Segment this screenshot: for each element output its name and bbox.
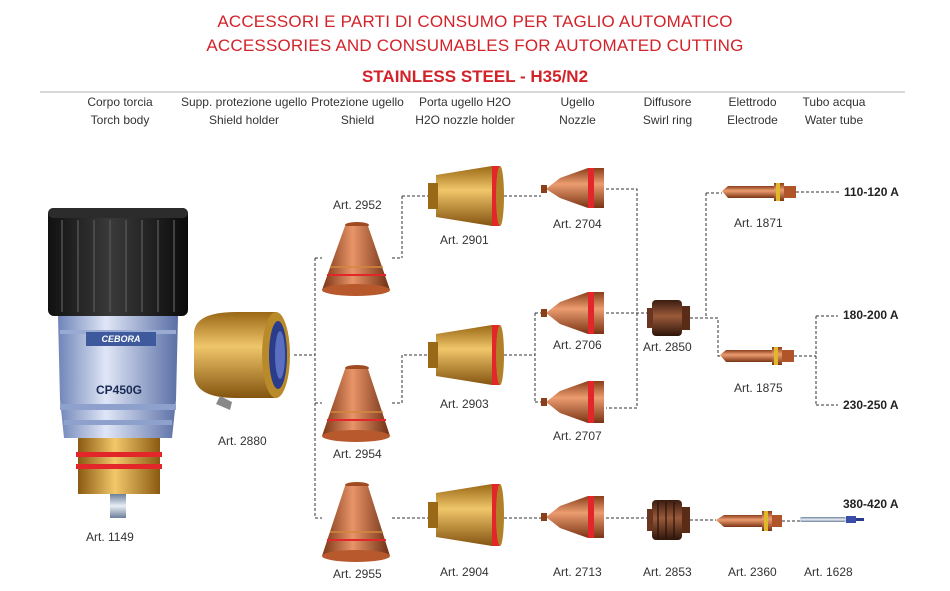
shield-2952-image (322, 222, 390, 296)
electrode-1871-image (722, 183, 796, 201)
label-art-1871: Art. 1871 (734, 216, 783, 230)
label-art-2853: Art. 2853 (643, 565, 692, 579)
header-it: Ugello (560, 95, 595, 109)
nozzle-holder-2904-image (428, 484, 504, 546)
current-180-200: 180-200 A (843, 308, 899, 322)
torch-model-label: CP450G (95, 383, 143, 397)
label-art-2707: Art. 2707 (553, 429, 602, 443)
swirl-ring-2850-image (647, 300, 690, 336)
header-en: Shield holder (208, 113, 280, 127)
label-art-2704: Art. 2704 (553, 217, 602, 231)
current-380-420: 380-420 A (843, 497, 899, 511)
label-art-2903: Art. 2903 (440, 397, 489, 411)
current-230-250: 230-250 A (843, 398, 899, 412)
label-art-2880: Art. 2880 (218, 434, 267, 448)
nozzle-2704-image (541, 168, 604, 208)
electrode-1875-image (720, 347, 794, 365)
header-electrode: Elettrodo Electrode (715, 93, 790, 129)
shield-holder-image (194, 312, 290, 410)
torch-body-image (48, 208, 188, 518)
label-art-2360: Art. 2360 (728, 565, 777, 579)
label-art-2713: Art. 2713 (553, 565, 602, 579)
header-en: H2O nozzle holder (415, 113, 515, 127)
header-it: Elettrodo (728, 95, 777, 109)
nozzle-holder-2903-image (428, 325, 504, 385)
header-swirl-ring: Diffusore Swirl ring (630, 93, 705, 129)
electrode-2360-image (716, 511, 782, 531)
label-art-1875: Art. 1875 (734, 381, 783, 395)
title-english: ACCESSORIES AND CONSUMABLES FOR AUTOMATE… (206, 36, 744, 55)
header-en: Electrode (727, 113, 778, 127)
shield-2954-image (322, 365, 390, 442)
header-it: Porta ugello H2O (418, 95, 512, 109)
header-it: Supp. protezione ugello (180, 95, 308, 109)
title-italian: ACCESSORI E PARTI DI CONSUMO PER TAGLIO … (217, 12, 733, 31)
label-art-2706: Art. 2706 (553, 338, 602, 352)
header-en: Shield (340, 113, 375, 127)
header-it: Tubo acqua (802, 95, 866, 109)
label-art-2955: Art. 2955 (333, 567, 382, 581)
current-110-120: 110-120 A (844, 185, 899, 199)
nozzle-2707-image (541, 381, 604, 423)
header-en: Water tube (804, 113, 864, 127)
header-it: Diffusore (643, 95, 692, 109)
connection-lines (294, 188, 840, 522)
header-en: Torch body (90, 113, 150, 127)
header-en: Nozzle (559, 113, 596, 127)
header-nozzle: Ugello Nozzle (540, 93, 615, 129)
header-nozzle-holder: Porta ugello H2O H2O nozzle holder (405, 93, 525, 129)
water-tube-1628-image (800, 516, 864, 523)
material-subtitle: STAINLESS STEEL - H35/N2 (361, 67, 589, 86)
swirl-ring-2853-image (647, 500, 690, 540)
header-it: Protezione ugello (311, 95, 404, 109)
label-art-2904: Art. 2904 (440, 565, 489, 579)
header-en: Swirl ring (642, 113, 693, 127)
shield-2955-image (322, 482, 390, 562)
label-art-2952: Art. 2952 (333, 198, 382, 212)
header-shield-holder: Supp. protezione ugello Shield holder (178, 93, 310, 129)
header-it: Corpo torcia (87, 95, 153, 109)
label-art-1149: Art. 1149 (86, 530, 134, 544)
nozzle-2713-image (541, 496, 604, 538)
header-torch-body: Corpo torcia Torch body (75, 93, 165, 129)
label-art-2850: Art. 2850 (643, 340, 692, 354)
label-art-1628: Art. 1628 (804, 565, 853, 579)
label-art-2954: Art. 2954 (333, 447, 382, 461)
cebora-logo: CEBORA (86, 332, 156, 346)
header-shield: Protezione ugello Shield (310, 93, 405, 129)
nozzle-holder-2901-image (428, 166, 504, 226)
nozzle-2706-image (541, 292, 604, 334)
header-water-tube: Tubo acqua Water tube (795, 93, 873, 129)
label-art-2901: Art. 2901 (440, 233, 489, 247)
